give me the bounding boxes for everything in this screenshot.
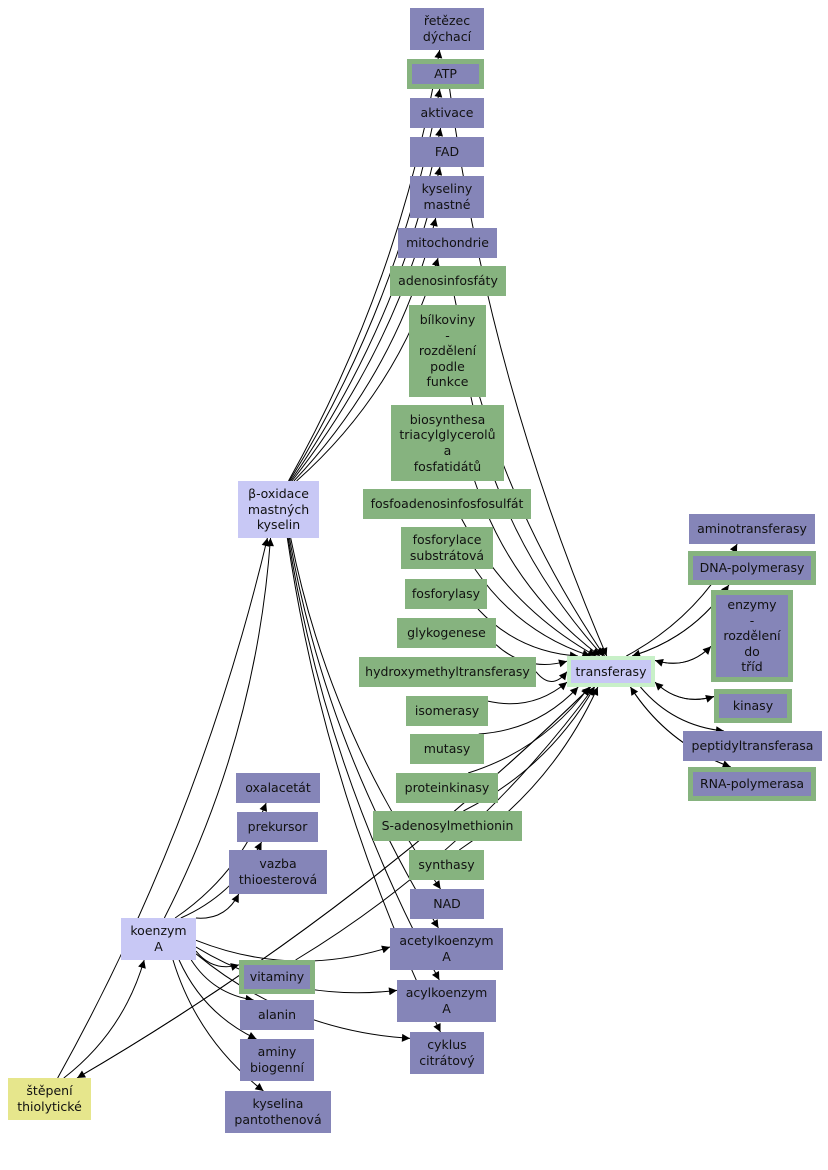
node-kyseliny-mastne[interactable]: kyseliny mastné — [410, 176, 484, 218]
node-biosynthesa-triacylglycerolu[interactable]: biosynthesa triacylglycerolů a fosfatidá… — [391, 405, 504, 481]
edge-transferasy-to-stepeni — [76, 686, 591, 1079]
node-prekursor[interactable]: prekursor — [237, 812, 318, 842]
node-fosforylasy[interactable]: fosforylasy — [405, 579, 487, 609]
edge-koenzym-to-vitaminy — [195, 950, 240, 971]
edge-koenzym-to-vazba — [195, 893, 240, 919]
node-transferasy[interactable]: transferasy — [567, 656, 655, 687]
node-kyselina-pantothenova[interactable]: kyselina pantothenová — [225, 1091, 331, 1133]
node-atp[interactable]: ATP — [407, 59, 484, 89]
edge-transferasy-to-kinasy — [654, 681, 715, 703]
node-stepeni-thiolyticke[interactable]: štěpení thiolytické — [8, 1078, 91, 1120]
node-isomerasy[interactable]: isomerasy — [406, 696, 488, 726]
edge-koenzym-to-acetylkoenzym — [195, 939, 391, 962]
node-vazba-thioesterova[interactable]: vazba thioesterová — [229, 850, 327, 894]
edge-stepeni-to-beta — [57, 537, 270, 1079]
edge-isomerasy-to-transferasy — [487, 681, 568, 705]
node-proteinkinasy[interactable]: proteinkinasy — [396, 773, 498, 803]
node-hydroxymethyltransferasy[interactable]: hydroxymethyltransferasy — [359, 657, 536, 687]
node-acylkoenzym-a[interactable]: acylkoenzym A — [397, 980, 496, 1022]
node-acetylkoenzym-a[interactable]: acetylkoenzym A — [390, 928, 503, 970]
node-fosfoadenosinfosfosulfat[interactable]: fosfoadenosinfosfosulfát — [363, 489, 531, 519]
node-aktivace[interactable]: aktivace — [410, 98, 484, 128]
node-vitaminy[interactable]: vitaminy — [239, 960, 315, 994]
edge-rnapol-to-transferasy — [630, 686, 731, 768]
node-beta-oxidace[interactable]: β-oxidace mastných kyselin — [238, 481, 319, 538]
edge-transferasy-to-peptidyl — [640, 686, 725, 735]
node-enzymy-rozdeleni[interactable]: enzymy - rozdělení do tříd — [711, 590, 793, 682]
edge-beta-to-acylkoenzym — [287, 537, 440, 981]
node-mutasy[interactable]: mutasy — [410, 734, 484, 764]
edge-transferasy-to-enzymy — [654, 645, 712, 664]
edge-mutasy-to-transferasy — [478, 686, 579, 735]
node-retezec-dychaci[interactable]: řetězec dýchací — [410, 8, 484, 50]
node-fad[interactable]: FAD — [410, 137, 484, 167]
node-aminy-biogenni[interactable]: aminy biogenní — [240, 1039, 314, 1081]
edge-hydroxymethyl-to-transferasy — [535, 671, 568, 682]
node-adenosinfosfaty[interactable]: adenosinfosfáty — [390, 266, 506, 296]
node-rna-polymerasa[interactable]: RNA-polymerasa — [688, 767, 816, 801]
node-dna-polymerasy[interactable]: DNA-polymerasy — [688, 551, 816, 585]
node-peptidyltransferasa[interactable]: peptidyltransferasa — [683, 731, 822, 761]
node-cyklus-citratovy[interactable]: cyklus citrátový — [410, 1032, 484, 1074]
edge-koenzym-to-aminy — [178, 959, 257, 1040]
edge-stepeni-to-koenzym — [63, 959, 146, 1079]
node-koenzym-a[interactable]: koenzym A — [121, 918, 196, 960]
edge-atp-to-transferasy — [449, 88, 608, 657]
edge-koenzym-to-beta — [163, 537, 274, 919]
node-glykogenese[interactable]: glykogenese — [397, 618, 496, 648]
node-aminotransferasy[interactable]: aminotransferasy — [689, 514, 815, 544]
node-bilkoviny-rozdeleni[interactable]: bílkoviny - rozdělení podle funkce — [409, 305, 486, 397]
node-synthasy[interactable]: synthasy — [409, 850, 484, 880]
node-oxalacetat[interactable]: oxalacetát — [236, 773, 320, 803]
node-fosforylace-substratova[interactable]: fosforylace substrátová — [401, 527, 493, 569]
node-alanin[interactable]: alanin — [240, 1000, 314, 1030]
edge-enzymy-to-transferasy — [654, 645, 712, 667]
node-nad[interactable]: NAD — [410, 889, 484, 919]
edge-fosforylasy-to-transferasy — [477, 608, 579, 660]
edge-koenzym-to-alanin — [190, 959, 254, 1003]
edge-kinasy-to-transferasy — [654, 681, 715, 700]
node-kinasy[interactable]: kinasy — [714, 689, 792, 723]
node-mitochondrie[interactable]: mitochondrie — [398, 228, 497, 258]
node-s-adenosylmethionin[interactable]: S-adenosylmethionin — [373, 811, 522, 841]
